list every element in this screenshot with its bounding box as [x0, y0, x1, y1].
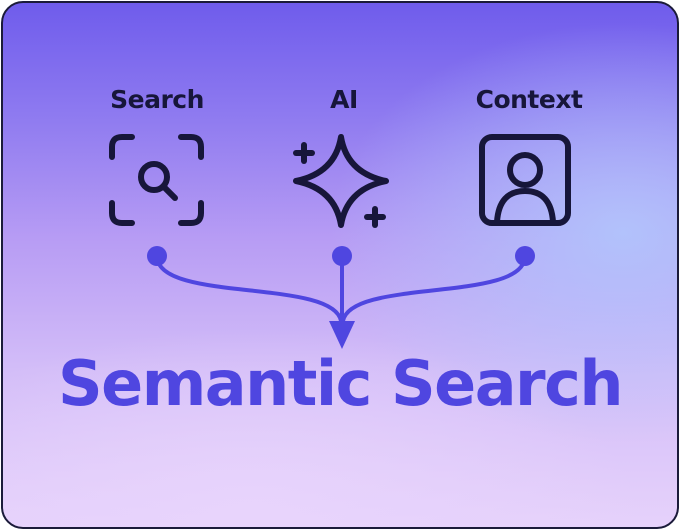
arrowhead — [329, 321, 355, 349]
node-dot-context — [515, 246, 535, 266]
page-title: Semantic Search — [57, 347, 624, 420]
connector-search — [155, 254, 343, 323]
search-scan-icon — [109, 134, 204, 226]
sparkle-icon — [293, 134, 389, 228]
connector-context — [341, 254, 527, 323]
label-ai: AI — [330, 85, 358, 114]
connector-arrows — [155, 254, 527, 323]
label-context: Context — [475, 85, 583, 114]
node-dot-search — [147, 246, 167, 266]
node-dot-ai — [332, 246, 352, 266]
diagram-graphics — [109, 134, 571, 349]
label-search: Search — [110, 85, 204, 114]
user-profile-icon — [479, 134, 571, 226]
